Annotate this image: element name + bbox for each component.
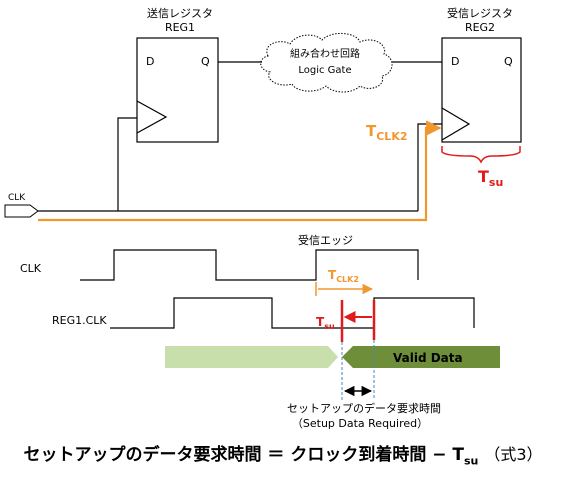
- required-label-en: （Setup Data Required）: [292, 417, 428, 430]
- timing-reg1clk-label: REG1.CLK: [52, 314, 107, 327]
- reg2-box: [441, 37, 522, 143]
- reg2-d-pin: D: [451, 55, 459, 68]
- required-label-jp: セットアップのデータ要求時間: [287, 401, 441, 415]
- tsu-label-top: Tsu: [478, 167, 503, 189]
- reg2-name: REG2: [465, 21, 495, 34]
- valid-data-region: [342, 346, 500, 368]
- reg2-block: 受信レジスタ REG2 D Q: [441, 7, 522, 143]
- invalid-data-region: [165, 346, 338, 368]
- clk-input-label: CLK: [8, 193, 26, 203]
- equation-text: セットアップのデータ要求時間 ＝ クロック到着時間 − T: [23, 445, 464, 465]
- tsu-bracket: [441, 146, 521, 164]
- tsu-label-timing: Tsu: [316, 315, 335, 331]
- reg2-clock-triangle: [441, 107, 471, 141]
- tclk2-label-top: TCLK2: [366, 122, 408, 143]
- reg2-q-pin: Q: [504, 55, 513, 68]
- clk-waveform: [80, 249, 419, 281]
- reg1clk-waveform: [110, 297, 475, 329]
- equation-subscript: su: [464, 454, 479, 468]
- reg1-d-pin: D: [146, 55, 154, 68]
- clk-to-reg2: [417, 123, 442, 211]
- timing-clk-label: CLK: [20, 262, 42, 275]
- valid-data-label: Valid Data: [393, 351, 463, 365]
- reg1-title: 送信レジスタ: [147, 6, 213, 20]
- logic-gate-cloud: 組み合わせ回路 Logic Gate: [260, 33, 393, 93]
- reg1-q-pin: Q: [201, 55, 210, 68]
- clk-input: CLK: [4, 193, 39, 218]
- orange-clk-path: [38, 120, 442, 222]
- reg1-block: 送信レジスタ REG1 D Q: [136, 6, 219, 143]
- clk-to-reg1: [117, 117, 137, 211]
- tclk2-label-timing: TCLK2: [328, 268, 359, 284]
- reg1-clock-triangle: [136, 100, 168, 134]
- reg1-box: [136, 37, 219, 143]
- reg1-name: REG1: [165, 21, 195, 34]
- equation-caption: セットアップのデータ要求時間 ＝ クロック到着時間 − Tsu （式3）: [0, 440, 566, 467]
- equation-note: （式3）: [484, 445, 543, 464]
- receive-edge-label: 受信エッジ: [298, 234, 353, 247]
- clk-input-port: [4, 204, 39, 218]
- logic-label-jp: 組み合わせ回路: [290, 47, 360, 60]
- reg2-title: 受信レジスタ: [447, 7, 513, 20]
- logic-label-en: Logic Gate: [298, 65, 351, 76]
